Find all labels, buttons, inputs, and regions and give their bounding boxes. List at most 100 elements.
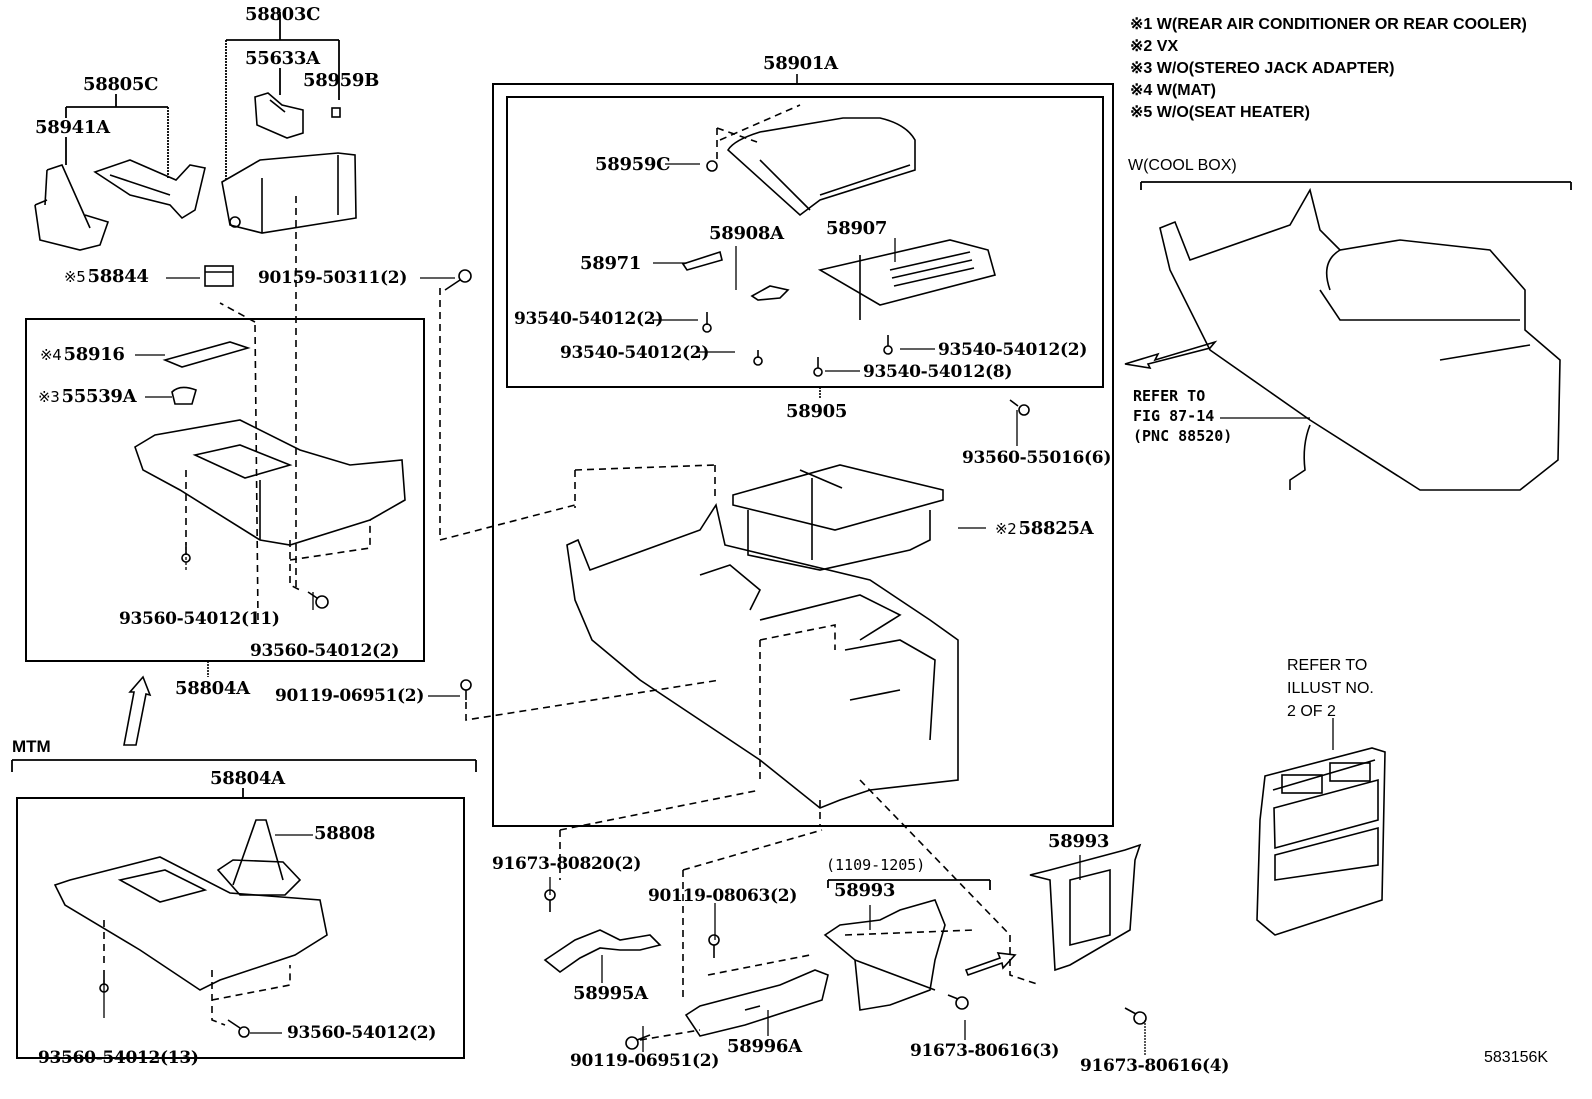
part-label-58905[interactable]: 58905 <box>786 401 848 422</box>
note-mark-2: ※2 <box>995 520 1017 538</box>
illustration-code: 583156K <box>1484 1049 1549 1066</box>
part-label-93540-54012-2a[interactable]: 93540-54012(2) <box>514 309 664 329</box>
part-label-58971[interactable]: 58971 <box>580 253 642 274</box>
part-58993-a <box>823 899 946 1011</box>
part-label-58808[interactable]: 58808 <box>314 823 376 844</box>
part-58916 <box>162 341 251 368</box>
part-label-58941a[interactable]: 58941A <box>35 117 110 138</box>
part-58941a <box>34 164 110 251</box>
footnote-1: ※1 W(REAR AIR CONDITIONER OR REAR COOLER… <box>1130 14 1527 36</box>
reference-line: 2 OF 2 <box>1287 703 1336 720</box>
part-58959c <box>706 160 718 172</box>
part-55633a <box>254 92 304 139</box>
part-label-93540-54012-8[interactable]: 93540-54012(8) <box>863 362 1013 382</box>
part-screw-90159-50311 <box>444 269 472 291</box>
part-code: 58825A <box>1018 518 1094 539</box>
part-label-91673-80616-4[interactable]: 91673-80616(4) <box>1080 1056 1230 1076</box>
up-arrow-icon <box>123 675 152 746</box>
box-58901a-assembly <box>492 83 1114 827</box>
part-58996a <box>684 969 829 1037</box>
part-label-91673-80616-3[interactable]: 91673-80616(3) <box>910 1041 1060 1061</box>
part-label-55633a[interactable]: 55633A <box>245 48 320 69</box>
footnote-text: W(MAT) <box>1156 82 1216 99</box>
reference-line: REFER TO <box>1287 657 1368 674</box>
part-screw-91673-80616-3 <box>947 994 969 1010</box>
part-label-58959b[interactable]: 58959B <box>303 70 380 91</box>
part-label-58993-range[interactable]: 58993 <box>834 880 896 901</box>
part-58825a <box>732 464 944 571</box>
part-label-90119-06951-b[interactable]: 90119-06951(2) <box>570 1051 720 1071</box>
part-label-90119-08063[interactable]: 90119-08063(2) <box>648 886 798 906</box>
part-label-58959c[interactable]: 58959C <box>595 154 671 175</box>
part-code: 58916 <box>63 344 125 365</box>
part-58844 <box>204 265 234 287</box>
bracket-date-range <box>827 879 991 890</box>
footnote-mark: ※4 <box>1130 82 1153 99</box>
part-label-93560-54012-2a[interactable]: 93560-54012(2) <box>250 641 400 661</box>
part-58995a <box>543 929 662 973</box>
group-label-date-range: (1109-1205) <box>826 856 926 874</box>
part-label-90159-50311[interactable]: 90159-50311(2) <box>258 268 408 288</box>
part-label-93540-54012-2c[interactable]: 93540-54012(2) <box>938 340 1088 360</box>
part-label-93540-54012-2b[interactable]: 93540-54012(2) <box>560 343 710 363</box>
reference-line: FIG 87-14 <box>1133 407 1215 425</box>
part-58808 <box>216 819 302 896</box>
note-mark-5: ※5 <box>64 268 86 286</box>
note-mark-3: ※3 <box>38 388 60 406</box>
part-rear-panel <box>1256 747 1386 936</box>
part-screw-91673-80616-4 <box>1124 1007 1147 1025</box>
part-label-93560-54012-2b[interactable]: 93560-54012(2) <box>287 1023 437 1043</box>
part-console-body <box>566 502 959 809</box>
right-arrow-icon <box>964 952 1017 977</box>
footnote-2: ※2 VX <box>1130 36 1527 58</box>
bracket-58805c <box>65 94 169 178</box>
part-58804a-panel <box>134 419 406 546</box>
part-label-58907[interactable]: 58907 <box>826 218 888 239</box>
footnote-text: VX <box>1156 38 1179 55</box>
left-arrow-icon <box>1124 340 1218 370</box>
part-console-cool-box <box>1159 187 1561 491</box>
part-label-93560-54012-13[interactable]: 93560-54012(13) <box>38 1048 199 1068</box>
part-label-58804a-mtm[interactable]: 58804A <box>210 768 285 789</box>
part-armrest-lid <box>726 117 916 217</box>
part-58959b <box>331 107 341 118</box>
part-screw-91673-80820 <box>544 889 556 912</box>
reference-illust-2-of-2[interactable]: REFER TO ILLUST NO. 2 OF 2 <box>1287 654 1374 723</box>
footnote-text: W/O(SEAT HEATER) <box>1156 104 1310 121</box>
part-55539a <box>171 386 197 405</box>
reference-line: (PNC 88520) <box>1133 427 1233 445</box>
part-label-58901a[interactable]: 58901A <box>763 53 838 74</box>
part-label-58804a[interactable]: 58804A <box>175 678 250 699</box>
part-label-58995a[interactable]: 58995A <box>573 983 648 1004</box>
part-label-58805c[interactable]: 58805C <box>83 74 159 95</box>
part-label-58996a[interactable]: 58996A <box>727 1036 802 1057</box>
part-screw-93560-54012-2b <box>227 1019 250 1038</box>
part-58908a <box>750 285 790 301</box>
footnotes: ※1 W(REAR AIR CONDITIONER OR REAR COOLER… <box>1130 14 1527 124</box>
group-label-cool-box: W(COOL BOX) <box>1128 157 1237 174</box>
part-label-93560-54012-11[interactable]: 93560-54012(11) <box>119 609 280 629</box>
part-label-58993[interactable]: 58993 <box>1048 831 1110 852</box>
group-label-mtm: MTM <box>12 737 51 756</box>
part-58804a-mtm-panel <box>53 856 328 991</box>
part-58971 <box>681 250 723 271</box>
reference-line: ILLUST NO. <box>1287 680 1374 697</box>
part-screw-90119-06951-a <box>460 679 472 700</box>
part-screw-93560-54012-11 <box>181 542 191 563</box>
footnote-mark: ※1 <box>1130 16 1153 33</box>
part-screw-90119-06951-b <box>625 1034 651 1050</box>
reference-fig-87-14[interactable]: REFER TO FIG 87-14 (PNC 88520) <box>1133 386 1232 446</box>
part-label-90119-06951-a[interactable]: 90119-06951(2) <box>275 686 425 706</box>
part-label-58803c[interactable]: 58803C <box>245 4 321 25</box>
leader-lines <box>103 163 1334 1055</box>
part-label-58908a[interactable]: 58908A <box>709 223 784 244</box>
part-label-91673-80820[interactable]: 91673-80820(2) <box>492 854 642 874</box>
footnote-4: ※4 W(MAT) <box>1130 80 1527 102</box>
part-58907 <box>817 239 996 320</box>
part-label-93560-55016[interactable]: 93560-55016(6) <box>962 448 1112 468</box>
box-58804a-assembly <box>25 318 425 662</box>
